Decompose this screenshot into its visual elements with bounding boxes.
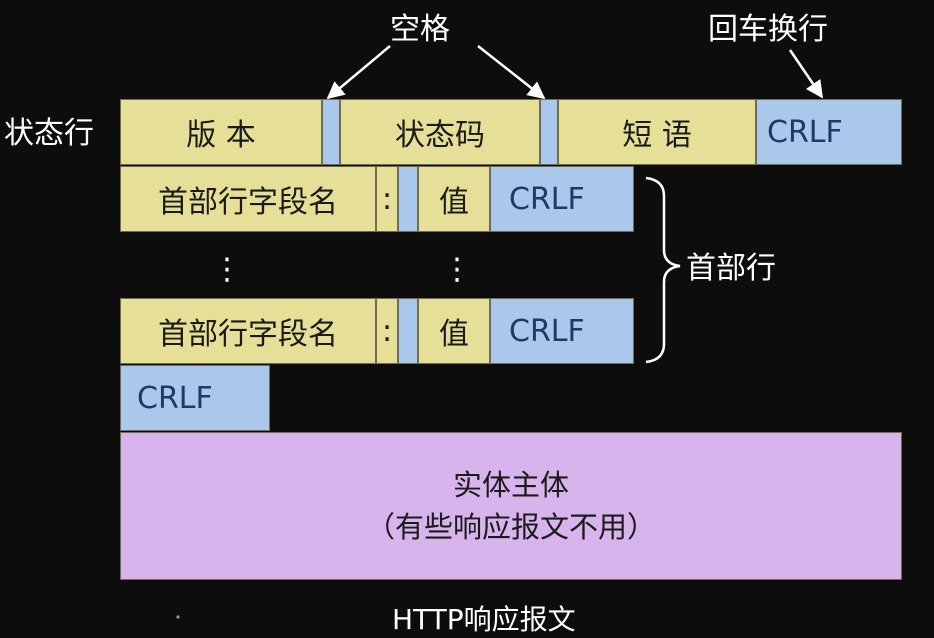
ellipsis-left: ⋮ <box>212 252 242 287</box>
header-value-1: 值 <box>418 166 490 232</box>
header-crlf-1-text: CRLF <box>509 181 585 217</box>
status-crlf-text: CRLF <box>767 114 843 150</box>
header-space-2 <box>398 298 418 364</box>
blank-line-crlf: CRLF <box>120 365 270 431</box>
header-crlf-2-text: CRLF <box>509 313 585 349</box>
header-field-name-2: 首部行字段名 <box>120 298 376 364</box>
blank-line-crlf-text: CRLF <box>137 380 213 416</box>
header-field-name-1-text: 首部行字段名 <box>158 185 338 220</box>
entity-body-title: 实体主体 <box>452 467 569 502</box>
header-colon-1-text: : <box>381 181 393 217</box>
stray-dot <box>176 615 180 619</box>
crlf-arrow <box>788 49 824 99</box>
status-code-field: 状态码 <box>340 99 540 165</box>
header-lines-label: 首部行 <box>686 251 776 286</box>
space-separator-2 <box>540 99 558 165</box>
header-field-name-1: 首部行字段名 <box>120 166 376 232</box>
status-line-label: 状态行 <box>4 116 94 151</box>
header-value-1-text: 值 <box>439 185 469 220</box>
header-crlf-2: CRLF <box>490 298 634 364</box>
space-separator-1 <box>322 99 340 165</box>
version-text: 版 本 <box>186 118 256 153</box>
ellipsis-right: ⋮ <box>442 252 472 287</box>
phrase-field: 短 语 <box>558 99 756 165</box>
version-field: 版 本 <box>120 99 322 165</box>
header-value-2-text: 值 <box>439 317 469 352</box>
entity-body: 实体主体 （有些响应报文不用） <box>120 432 902 580</box>
space-arrow-right <box>477 45 546 100</box>
status-code-text: 状态码 <box>395 118 485 153</box>
entity-body-note: （有些响应报文不用） <box>365 510 656 544</box>
phrase-text: 短 语 <box>622 118 692 153</box>
space-arrow-left <box>326 45 391 100</box>
space-annotation: 空格 <box>390 12 450 47</box>
header-space-1 <box>398 166 418 232</box>
header-colon-1: : <box>376 166 398 232</box>
header-brace <box>645 176 681 364</box>
status-line-crlf: CRLF <box>756 99 902 165</box>
header-colon-2-text: : <box>381 313 393 349</box>
diagram-caption: HTTP响应报文 <box>392 603 576 636</box>
header-field-name-2-text: 首部行字段名 <box>158 317 338 352</box>
header-crlf-1: CRLF <box>490 166 634 232</box>
crlf-annotation: 回车换行 <box>708 12 828 47</box>
header-colon-2: : <box>376 298 398 364</box>
header-value-2: 值 <box>418 298 490 364</box>
